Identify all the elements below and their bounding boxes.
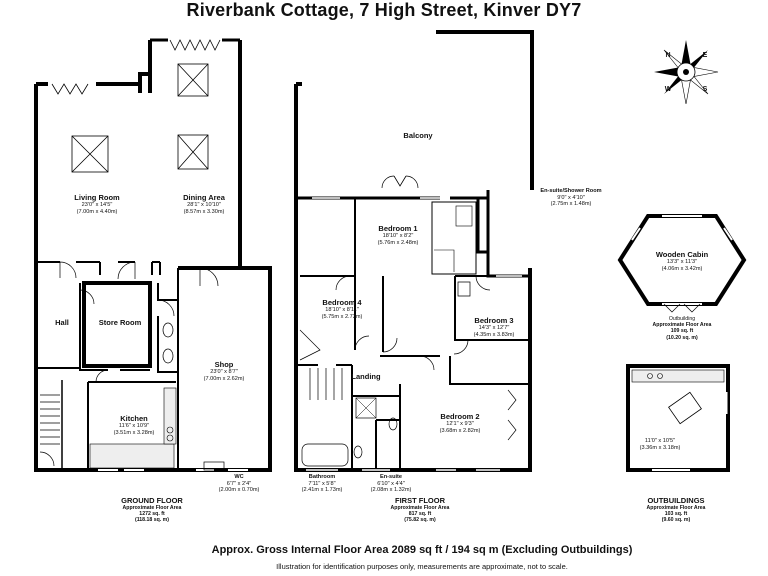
compass-n-label: N [665, 52, 671, 59]
first-floor-outer-wall [294, 30, 534, 472]
ensuite-label: En-suite 6'10" x 4'4" (2.08m x 1.32m) [370, 474, 412, 494]
compass-e-label: E [702, 52, 708, 59]
bathroom-label: Bathroom 7'11" x 5'8" (2.41m x 1.73m) [301, 474, 343, 494]
first-stairs [309, 368, 343, 400]
ground-stairs [40, 394, 60, 445]
compass-s-label: S [702, 86, 708, 93]
kitchen-label: Kitchen 11'6" x 10'9" (3.51m x 3.28m) [113, 414, 155, 436]
cabin-outbuilding-area: Outbuilding Approximate Floor Area 109 s… [652, 316, 712, 341]
compass-w-label: W [664, 86, 672, 93]
hall-label: Hall [55, 318, 69, 327]
ensuite-shower-room-label: En-suite/Shower Room 9'0" x 4'10" (2.75m… [540, 188, 602, 208]
gross-floor-area: Approx. Gross Internal Floor Area 2089 s… [211, 544, 633, 556]
bedroom-4-label: Bedroom 4 18'10" x 8'11" (5.75m x 2.73m) [321, 298, 363, 320]
balcony-label: Balcony [403, 131, 433, 140]
bedroom-3-label: Bedroom 3 14'3" x 12'7" (4.35m x 3.83m) [473, 316, 515, 338]
shop-label: Shop 23'0" x 8'7" (7.00m x 2.62m) [203, 360, 245, 382]
ground-floor-area: GROUND FLOOR Approximate Floor Area 1272… [121, 496, 183, 524]
first-floor-area: FIRST FLOOR Approximate Floor Area 817 s… [390, 496, 450, 524]
landing-label: Landing [351, 372, 381, 381]
wc-label: WC 6'7" x 2'4" (2.00m x 0.70m) [218, 474, 260, 494]
store-room-wall [82, 281, 152, 368]
wooden-cabin-plan [617, 214, 747, 313]
bedroom-1-label: Bedroom 1 18'10" x 8'2" (5.76m x 2.48m) [377, 224, 419, 246]
store-room-label: Store Room [98, 318, 142, 327]
disclaimer-note: Illustration for identification purposes… [276, 562, 568, 571]
living-room-label: Living Room 23'0" x 14'5" (7.00m x 4.40m… [74, 193, 120, 215]
ground-floor-outer-wall [34, 40, 272, 472]
bedroom-2-label: Bedroom 2 12'1" x 9'3" (3.68m x 2.82m) [439, 412, 481, 434]
outbuildings-area: OUTBUILDINGS Approximate Floor Area 103 … [646, 496, 706, 524]
page-title: Riverbank Cottage, 7 High Street, Kinver… [186, 0, 582, 20]
compass-rose [654, 40, 719, 105]
dining-area-label: Dining Area 28'1" x 10'10" (8.57m x 3.30… [183, 193, 225, 215]
outbuilding-room-label: 11'0" x 10'5" (3.36m x 3.18m) [639, 438, 681, 451]
ground-floor-plan [34, 38, 272, 472]
outbuilding-plan [626, 364, 730, 472]
wooden-cabin-label: Wooden Cabin 13'3" x 11'3" (4.06m x 3.42… [655, 250, 709, 272]
first-floor-plan [294, 30, 534, 472]
